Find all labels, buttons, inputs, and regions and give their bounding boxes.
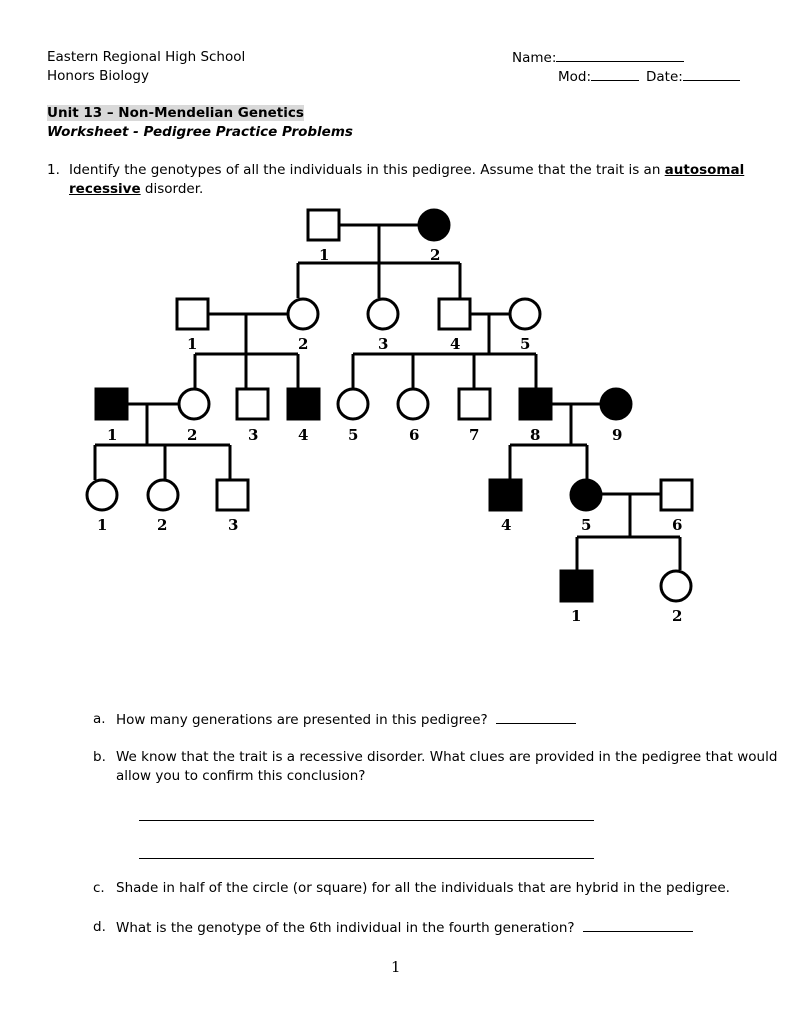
question-d: What is the genotype of the 6th individu…: [116, 918, 694, 937]
gen3-individual-4-male-affected[interactable]: [286, 387, 321, 421]
page-number: 1: [391, 958, 401, 976]
gen3-individual-1-male-affected[interactable]: [94, 387, 129, 421]
gen3-individual-3-male[interactable]: [235, 387, 270, 421]
gen3-label-9: 9: [612, 426, 622, 444]
question-b-answer-line-2[interactable]: [139, 858, 594, 859]
gen5-label-2: 2: [672, 607, 682, 625]
gen3-label-3: 3: [248, 426, 258, 444]
gen2-individual-2-female[interactable]: [286, 297, 320, 331]
gen3-label-2: 2: [187, 426, 197, 444]
question-a-answer-blank[interactable]: [496, 710, 577, 724]
gen1-label-2: 2: [430, 246, 440, 264]
gen4-individual-1-female[interactable]: [85, 478, 119, 512]
question-1-number: 1.: [47, 162, 60, 178]
gen3-label-5: 5: [348, 426, 358, 444]
gen3-label-6: 6: [409, 426, 419, 444]
date-field[interactable]: Date:: [646, 67, 740, 86]
question-b-line2: allow you to confirm this conclusion?: [116, 768, 366, 784]
gen4-individual-5-female-affected[interactable]: [569, 478, 603, 512]
gen2-individual-5-female[interactable]: [508, 297, 542, 331]
mod-field[interactable]: Mod:: [558, 67, 640, 86]
gen2-individual-3-female[interactable]: [366, 297, 400, 331]
question-c-letter: c.: [93, 880, 105, 896]
pedigree-chart: 1 2 1 2 3 4 5 1 2 3 4 5 6 7 8 9 1 2 3 4 …: [85, 208, 694, 625]
gen4-individual-6-male[interactable]: [659, 478, 694, 512]
question-a-letter: a.: [93, 711, 106, 727]
question-1-line1: Identify the genotypes of all the indivi…: [69, 162, 745, 178]
gen2-label-5: 5: [520, 335, 530, 353]
gen1-individual-1-male[interactable]: [306, 208, 341, 242]
course-name: Honors Biology: [47, 68, 149, 84]
gen5-label-1: 1: [571, 607, 581, 625]
gen3-label-1: 1: [107, 426, 117, 444]
gen2-label-1: 1: [187, 335, 197, 353]
gen4-individual-2-female[interactable]: [146, 478, 180, 512]
gen2-individual-4-male[interactable]: [437, 297, 472, 331]
name-blank[interactable]: [556, 48, 685, 62]
school-name: Eastern Regional High School: [47, 49, 246, 65]
gen3-individual-5-female[interactable]: [336, 387, 370, 421]
gen4-individual-3-male[interactable]: [215, 478, 250, 512]
question-d-answer-blank[interactable]: [583, 918, 694, 932]
gen4-label-3: 3: [228, 516, 238, 534]
name-field[interactable]: Name:: [512, 48, 685, 67]
gen1-individual-2-female-affected[interactable]: [417, 208, 451, 242]
gen3-individual-7-male[interactable]: [457, 387, 492, 421]
question-d-letter: d.: [93, 919, 106, 935]
gen5-individual-1-male-affected[interactable]: [559, 569, 594, 603]
mod-label: Mod:: [558, 69, 592, 85]
gen3-individual-2-female[interactable]: [177, 387, 211, 421]
gen5-individual-2-female[interactable]: [659, 569, 693, 603]
name-label: Name:: [512, 50, 557, 66]
gen4-label-4: 4: [501, 516, 511, 534]
date-label: Date:: [646, 69, 683, 85]
gen4-label-5: 5: [581, 516, 591, 534]
question-a: How many generations are presented in th…: [116, 710, 577, 729]
gen4-label-2: 2: [157, 516, 167, 534]
mod-blank[interactable]: [591, 67, 640, 81]
gen1-label-1: 1: [319, 246, 329, 264]
gen4-label-1: 1: [97, 516, 107, 534]
question-1-line2: recessive disorder.: [69, 181, 204, 197]
question-b-line1: We know that the trait is a recessive di…: [116, 749, 778, 765]
gen3-label-8: 8: [530, 426, 540, 444]
autosomal-term: autosomal: [664, 162, 745, 178]
unit-title: Unit 13 – Non-Mendelian Genetics: [47, 105, 304, 121]
gen3-individual-9-female-affected[interactable]: [599, 387, 633, 421]
gen2-label-4: 4: [450, 335, 460, 353]
question-b-answer-line-1[interactable]: [139, 820, 594, 821]
question-b-letter: b.: [93, 749, 106, 765]
gen4-individual-4-male-affected[interactable]: [488, 478, 523, 512]
date-blank[interactable]: [682, 67, 740, 81]
recessive-term: recessive: [69, 181, 141, 197]
gen3-individual-6-female[interactable]: [396, 387, 430, 421]
gen3-label-4: 4: [298, 426, 308, 444]
gen2-individual-1-male[interactable]: [175, 297, 210, 331]
pedigree-lines: [93, 223, 682, 570]
worksheet-subtitle: Worksheet - Pedigree Practice Problems: [47, 124, 353, 140]
gen3-label-7: 7: [469, 426, 479, 444]
gen3-individual-8-male-affected[interactable]: [518, 387, 553, 421]
question-c: Shade in half of the circle (or square) …: [116, 880, 730, 896]
gen2-label-2: 2: [298, 335, 308, 353]
gen2-label-3: 3: [378, 335, 388, 353]
gen4-label-6: 6: [672, 516, 682, 534]
